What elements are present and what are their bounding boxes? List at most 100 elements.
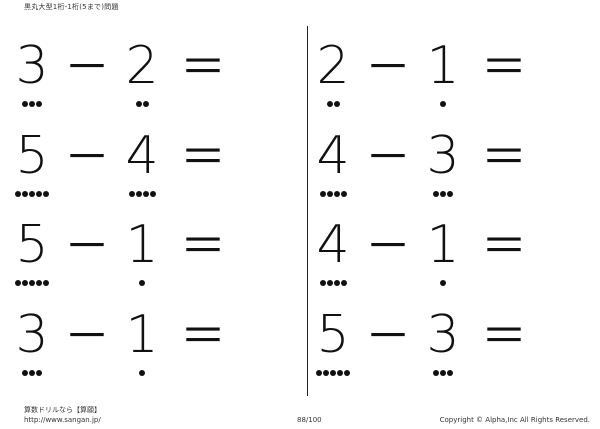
counting-dot [142,191,149,197]
operand-b-digit: 4 [125,126,159,186]
minus-sign: － [64,40,110,94]
counting-dot [326,191,333,197]
operand-a-digit: 5 [15,126,49,186]
problems-left-column: 3－2＝5－4＝5－1＝3－1＝ [0,0,280,429]
counting-dot [344,370,350,376]
operand-a-digit: 5 [316,305,350,365]
counting-dot [142,101,149,107]
problem-row: 4－ 3 ＝ [307,126,587,216]
operand-b: 2 [122,36,162,126]
footer-app-name: 算数ドリルなら【算願】 [24,406,101,414]
minus-sign: － [365,219,411,273]
problem-row: 5－4＝ [0,126,280,216]
counting-dots [423,191,463,197]
column-divider [307,26,308,396]
counting-dot [333,191,340,197]
minus-sign: － [365,309,411,363]
operand-a: 5 [313,305,353,395]
counting-dot [340,280,347,286]
counting-dot [29,191,35,197]
counting-dot [22,370,28,376]
problem-row: 3－ 2 ＝ [0,36,280,126]
counting-dots [313,101,353,107]
operand-a: 3 [12,36,52,126]
equals-sign: ＝ [481,130,527,184]
minus-sign: － [365,40,411,94]
counting-dot [340,191,347,197]
operand-b-digit: 1 [125,215,159,275]
counting-dot [36,280,42,286]
problem-row: 5－1＝ [0,215,280,305]
counting-dot [333,101,340,107]
operand-a-digit: 2 [316,36,350,96]
problem-row: 4－1＝ [307,215,587,305]
counting-dots [12,280,52,286]
counting-dot [139,280,145,286]
counting-dot [128,191,135,197]
counting-dot [440,191,446,197]
counting-dot [447,191,453,197]
counting-dot [29,370,35,376]
operand-b: 4 [122,126,162,216]
operand-a: 2 [313,36,353,126]
minus-sign: － [365,130,411,184]
equals-sign: ＝ [180,40,226,94]
counting-dot [319,280,326,286]
equals-sign: ＝ [180,219,226,273]
operand-a-digit: 5 [15,215,49,275]
operand-b-digit: 1 [125,305,159,365]
operand-a: 5 [12,126,52,216]
operand-a: 5 [12,215,52,305]
operand-a: 3 [12,305,52,395]
counting-dots [122,370,162,376]
counting-dot [139,370,145,376]
counting-dots [313,280,353,286]
counting-dot [319,191,326,197]
counting-dot [15,280,21,286]
operand-b-digit: 2 [125,36,159,96]
counting-dot [22,280,28,286]
counting-dots [313,191,353,197]
counting-dots [12,101,52,107]
minus-sign: － [64,130,110,184]
operand-a: 4 [313,215,353,305]
counting-dots [12,370,52,376]
counting-dot [337,370,343,376]
counting-dot [135,101,142,107]
equals-sign: ＝ [180,309,226,363]
counting-dot [330,370,336,376]
counting-dots [423,370,463,376]
counting-dots [313,370,353,376]
counting-dot [316,370,322,376]
operand-a-digit: 4 [316,215,350,275]
counting-dots [122,280,162,286]
counting-dots [122,101,162,107]
operand-b: 1 [122,305,162,395]
footer-url-link[interactable]: http://www.sangan.jp/ [24,416,101,424]
counting-dot [440,101,446,107]
counting-dots [423,101,463,107]
operand-b: 1 [423,215,463,305]
counting-dots [423,280,463,286]
operand-b-digit: 3 [426,126,460,186]
counting-dot [36,370,42,376]
counting-dot [29,280,35,286]
counting-dot [29,101,35,107]
counting-dot [433,370,439,376]
problem-row: 5 － 3 ＝ [307,305,587,395]
equals-sign: ＝ [481,309,527,363]
counting-dot [36,101,42,107]
counting-dot [135,191,142,197]
counting-dots [122,191,162,197]
operand-b-digit: 3 [426,305,460,365]
counting-dot [43,191,49,197]
copyright-text: Copyright © Alpha,Inc All Rights Reserve… [439,416,590,424]
problems-right-column: 2－1＝4－3＝4－1＝5－3＝ [307,0,587,429]
operand-a: 4 [313,126,353,216]
page-number: 88/100 [297,416,322,424]
problem-row: 3－1＝ [0,305,280,395]
operand-b-digit: 1 [426,36,460,96]
operand-b-digit: 1 [426,215,460,275]
counting-dot [43,280,49,286]
counting-dot [440,280,446,286]
